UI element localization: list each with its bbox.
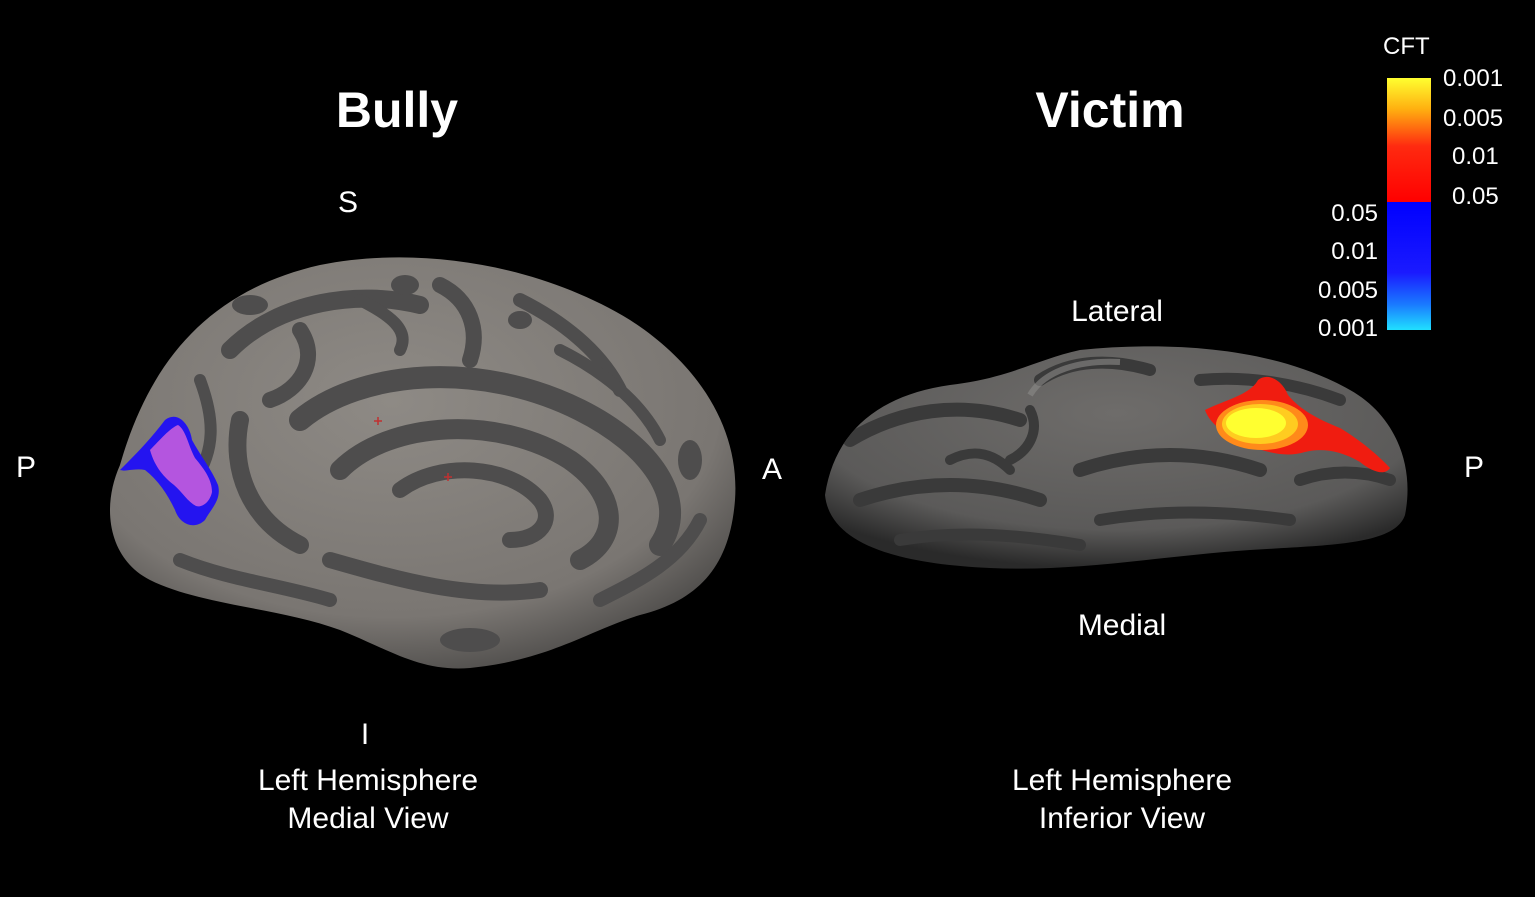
colorbar-neg-tick-0: 0.05	[1331, 200, 1378, 227]
colorbar-pos-tick-1: 0.005	[1443, 105, 1504, 132]
colorbar-pos-tick-3: 0.05	[1452, 183, 1499, 210]
colorbar-title: CFT	[1383, 33, 1430, 60]
victim-brain-surface	[825, 346, 1408, 569]
colorbar-neg-tick-3: 0.001	[1317, 315, 1378, 342]
bully-brain-surface	[110, 257, 736, 669]
bully-title: Bully	[335, 82, 459, 138]
bully-orient-inferior: I	[360, 718, 370, 751]
victim-cluster	[1205, 376, 1390, 473]
colorbar-positive	[1387, 78, 1431, 202]
victim-caption-line1: Left Hemisphere	[1011, 764, 1233, 797]
colorbar-negative	[1387, 202, 1431, 330]
bully-orient-posterior: P	[15, 451, 36, 484]
colorbar-pos-tick-2: 0.01	[1452, 143, 1499, 170]
victim-caption-line2: Inferior View	[1038, 802, 1206, 835]
colorbar-pos-tick-0: 0.001	[1443, 65, 1504, 92]
victim-caption: Left Hemisphere Inferior View	[922, 762, 1322, 838]
bully-orient-anterior: A	[761, 453, 782, 486]
victim-title: Victim	[1035, 82, 1185, 138]
bully-caption-line2: Medial View	[287, 802, 449, 835]
bully-markers	[374, 417, 452, 481]
bully-orient-superior: S	[337, 186, 358, 219]
colorbar-neg-tick-2: 0.005	[1317, 277, 1378, 304]
victim-orient-medial: Medial	[1077, 609, 1167, 642]
victim-orient-lateral: Lateral	[1071, 295, 1163, 328]
colorbar-neg-tick-1: 0.01	[1331, 238, 1378, 265]
victim-orient-posterior: P	[1463, 451, 1484, 484]
bully-caption: Left Hemisphere Medial View	[168, 762, 568, 838]
bully-cluster	[120, 416, 219, 526]
bully-caption-line1: Left Hemisphere	[257, 764, 479, 797]
